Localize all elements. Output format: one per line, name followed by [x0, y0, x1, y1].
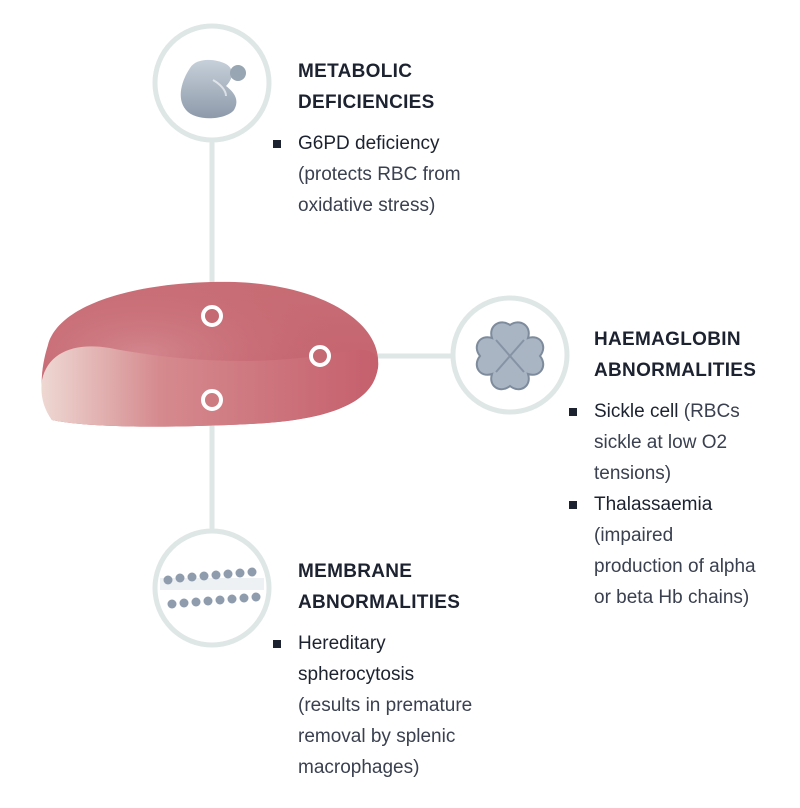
haemoglobin-item1-desc-line3: tensions) [594, 463, 672, 484]
metabolic-dot-icon [230, 65, 246, 81]
metabolic-item-desc-line1: (protects RBC from [298, 164, 461, 185]
haemoglobin-item2-desc-line1: (impaired [594, 525, 674, 546]
membrane-heading-line2: ABNORMALITIES [298, 592, 461, 613]
metabolic-cell-icon [180, 59, 237, 119]
haemoglobin-item2-desc-line3: or beta Hb chains) [594, 587, 750, 608]
haemoglobin-item1-title: Sickle cell [594, 401, 679, 422]
connector-nodes [201, 305, 331, 411]
node-bottom [201, 389, 223, 411]
haemoglobin-heading-line1: HAEMAGLOBIN [594, 329, 741, 350]
membrane-item-desc-line2: removal by splenic [298, 726, 456, 747]
metabolic-heading-line2: DEFICIENCIES [298, 92, 435, 113]
haemoglobin-item1-desc-line2: sickle at low O2 [594, 432, 728, 453]
metabolic-icon-circle [152, 23, 272, 143]
haemoglobin-molecule-icon [475, 321, 545, 391]
haemoglobin-label: HAEMAGLOBIN ABNORMALITIES Sickle cell (R… [568, 324, 757, 613]
node-top [201, 305, 223, 327]
node-right [309, 345, 331, 367]
membrane-heading-line1: MEMBRANE [298, 561, 413, 582]
metabolic-item-title: G6PD deficiency [273, 128, 461, 159]
haemoglobin-icon-circle [450, 295, 570, 415]
membrane-item-title-line2: spherocytosis [298, 664, 415, 685]
haemoglobin-item1: Sickle cell (RBCs [568, 396, 756, 427]
red-blood-cell [41, 281, 379, 427]
haemoglobin-item2-desc-line2: production of alpha [594, 556, 756, 577]
metabolic-item-desc-line2: oxidative stress) [298, 195, 436, 216]
membrane-label: MEMBRANE ABNORMALITIES Hereditary sphero… [272, 556, 473, 783]
haemoglobin-item1-desc-part: (RBCs [678, 401, 740, 422]
haemoglobin-heading-line2: ABNORMALITIES [594, 360, 757, 381]
metabolic-label: METABOLIC DEFICIENCIES G6PD deficiency (… [273, 56, 461, 221]
haemoglobin-item2-title: Thalassaemia [568, 489, 756, 520]
metabolic-heading-line1: METABOLIC [298, 61, 413, 82]
membrane-bilayer-icon [163, 567, 261, 609]
membrane-item-desc-line1: (results in premature [298, 695, 473, 716]
membrane-item-title-line1: Hereditary [272, 628, 472, 659]
membrane-icon-circle [152, 528, 272, 648]
membrane-item-desc-line3: macrophages) [298, 757, 420, 778]
